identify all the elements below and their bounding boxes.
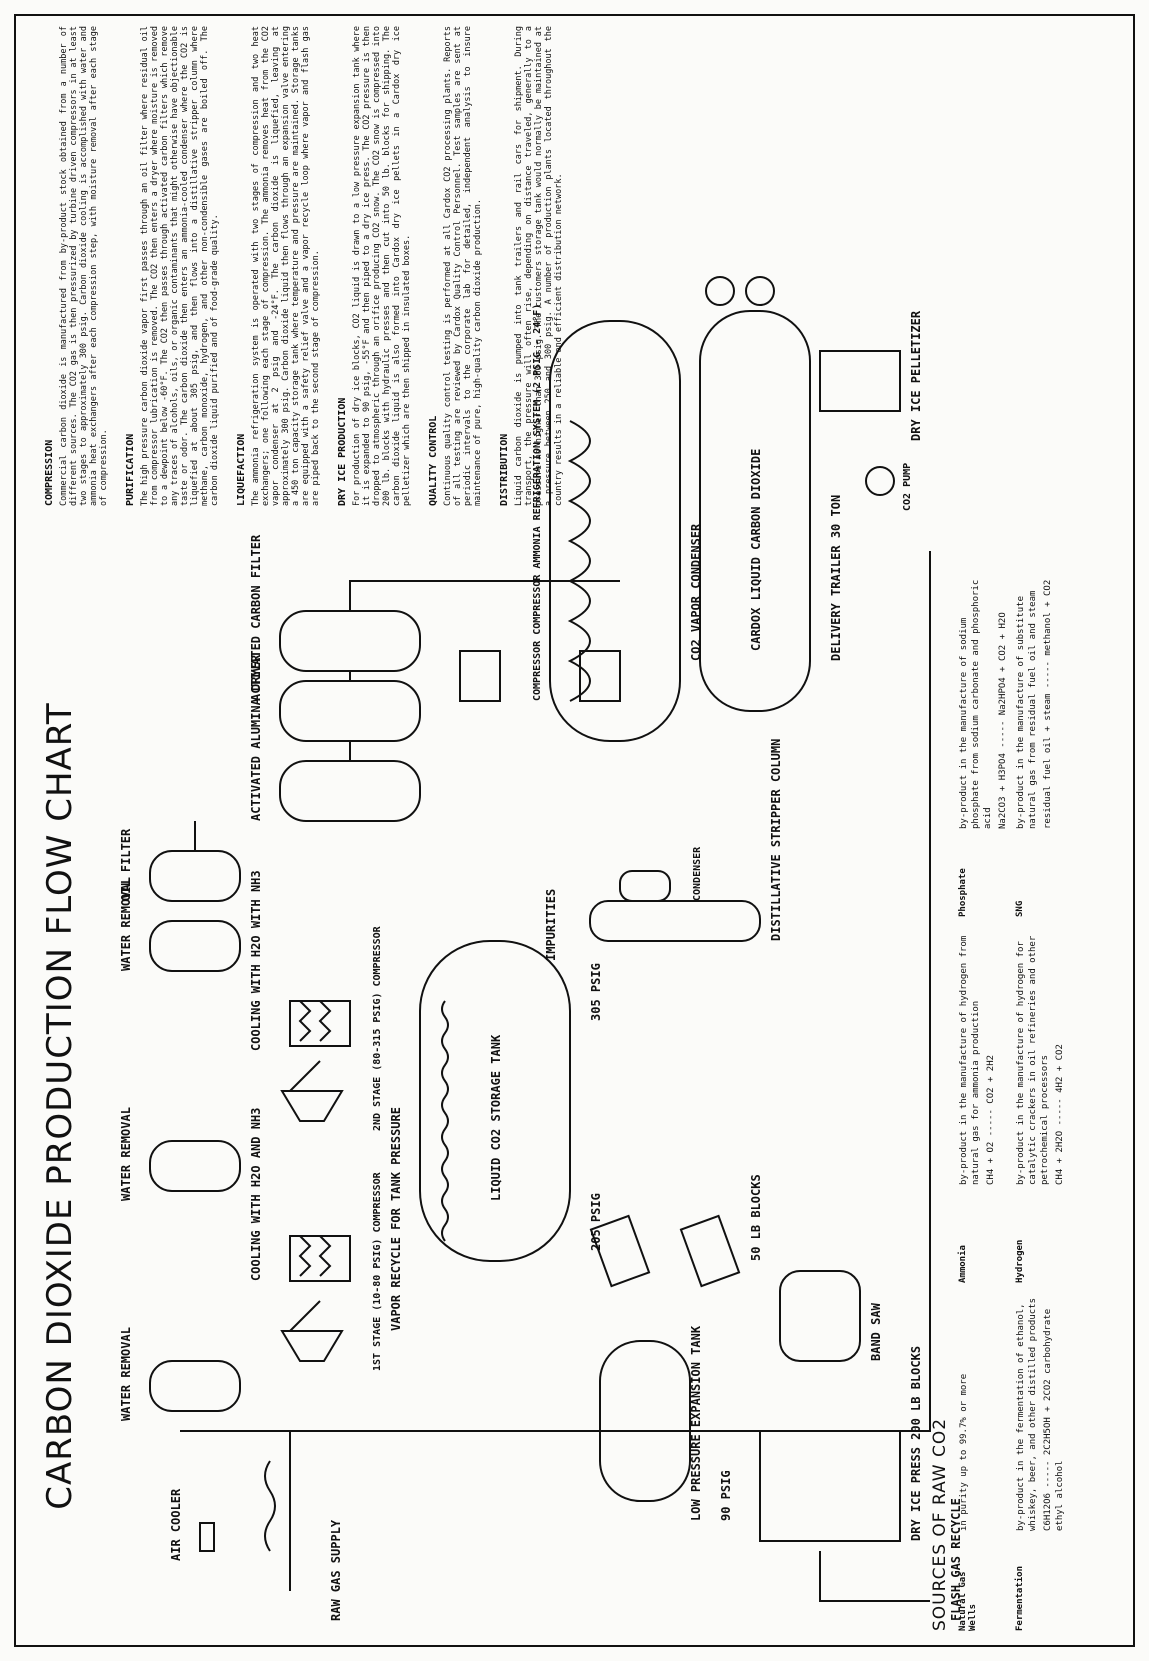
label-cardox: CARDOX LIQUID CARBON DIOXIDE [749,449,763,651]
distillative-stripper-column [590,901,760,941]
label-pelletizer: DRY ICE PELLETIZER [909,310,923,441]
dry-ice-pelletizer [820,351,900,411]
label-expansion-tank: LOW PRESSURE EXPANSION TANK [689,1325,703,1521]
label-delivery-trailer: DELIVERY TRAILER 30 TON [829,495,843,661]
label-water-removal-1: WATER REMOVAL [119,1327,133,1421]
liquefaction-heading: LIQUEFACTION [236,26,247,506]
label-water-removal-2: WATER REMOVAL [119,1107,133,1201]
compression-heading: COMPRESSION [44,26,55,506]
band-saw [780,1271,860,1361]
ammonia-compressor-1 [460,651,500,701]
source-name: Fermentation [1015,1539,1066,1631]
cooling-1-exchanger [290,1236,350,1281]
dry-ice-press [760,1431,900,1541]
source-desc: by-product in the manufacture of hydroge… [958,925,982,1185]
source-desc: by-product in the manufacture of sodium … [958,569,994,829]
source-name: Hydrogen [1015,1193,1066,1283]
source-name: Natural Gas Wells [958,1539,1009,1631]
water-removal-1-vessel [150,1361,240,1411]
source-desc: in purity up to 99.7% or more [958,1291,1009,1531]
label-cooling-2: COOLING WITH H2O WITH NH3 [249,870,263,1051]
label-condenser: CONDENSER [692,846,703,901]
label-air-cooler: AIR COOLER [169,1488,183,1561]
sources-title: SOURCES OF RAW CO2 [930,551,950,1631]
source-name: SNG [1015,837,1066,917]
cooling-2-exchanger [290,1001,350,1046]
source-name: Phosphate [958,837,1009,917]
source-name: Ammonia [958,1193,1009,1283]
label-oil-filter: OIL FILTER [119,828,133,901]
label-vapor-recycle: VAPOR RECYCLE FOR TANK PRESSURE [389,1107,403,1331]
sources-of-raw-co2: SOURCES OF RAW CO2 Natural Gas Wells in … [930,551,1066,1631]
source-equation: CH4 + 2H2O ----- 4H2 + CO2 [1054,925,1066,1185]
label-storage-tank: LIQUID CO2 STORAGE TANK [489,1034,503,1201]
label-vapor-condenser: CO2 VAPOR CONDENSER [689,523,703,661]
flash-gas-recycle-line [620,1431,930,1601]
label-305-psig: 305 PSIG [589,963,603,1021]
co2-vapor-condenser [550,321,680,741]
source-equation: CH4 + O2 ----- CO2 + 2H2 [985,925,997,1185]
stage1-compressor [282,1301,342,1361]
ammonia-compressor-2 [580,651,620,701]
label-50lb-blocks: 50 LB BLOCKS [749,1174,763,1261]
co2-pump [866,467,894,495]
compression-body: Commercial carbon dioxide is manufacture… [59,26,109,506]
sources-grid: Natural Gas Wells in purity up to 99.7% … [958,551,1066,1631]
label-raw-gas-supply: RAW GAS SUPPLY [329,1519,343,1621]
label-impurities: IMPURITIES [544,889,558,961]
quality-control-body: Continuous quality control testing is pe… [443,26,483,506]
label-band-saw: BAND SAW [869,1302,883,1361]
source-desc: by-product in the manufacture of substit… [1015,569,1039,829]
source-desc: by-product in the manufacture of hydroge… [1015,925,1051,1185]
source-equation: C6H12O6 ----- 2C2H5OH + 2CO2 carbohydrat… [1042,1291,1066,1531]
stage2-compressor [282,1061,342,1121]
label-90-psig: 90 PSIG [719,1470,733,1521]
label-205-psig: 205 PSIG [589,1193,603,1251]
label-carbon-filter: ACTIVATED CARBON FILTER [249,534,263,701]
source-equation: residual fuel oil + steam ----- methanol… [1042,569,1054,829]
source-desc: by-product in the fermentation of ethano… [1015,1291,1039,1531]
alumina-dryer-vessel [280,761,420,821]
process-description-column: COMPRESSION Commercial carbon dioxide is… [28,26,564,506]
label-stripper-column: DISTILLATIVE STRIPPER COLUMN [769,739,783,941]
distribution-body: Liquid carbon dioxide is pumped into tan… [514,26,564,506]
trailer-wheel-1 [706,277,734,305]
carbon-filter-vessel-1 [280,681,420,741]
oil-filter-vessel [150,851,240,901]
condenser-vessel [620,871,670,901]
low-pressure-expansion-tank [600,1341,690,1501]
label-dry-ice-press: DRY ICE PRESS 200 LB BLOCKS [909,1346,923,1541]
label-cooling-1: COOLING WITH H2O AND NH3 [249,1108,263,1281]
distribution-heading: DISTRIBUTION [499,26,510,506]
carbon-filter-vessel-2 [280,611,420,671]
purification-body: The high pressure carbon dioxide vapor f… [140,26,220,506]
label-stage2-compressor: 2ND STAGE (80-315 PSIG) COMPRESSOR [372,925,383,1131]
source-equation: Na2CO3 + H3PO4 ----- Na2HPO4 + CO2 + H2O [997,569,1009,829]
quality-control-heading: QUALITY CONTROL [428,26,439,506]
air-cooler-fan-box [200,1523,214,1551]
label-co2-pump: CO2 PUMP [902,463,913,511]
air-cooler-coil [265,1461,275,1551]
block-50lb-1 [681,1216,739,1286]
label-stage1-compressor: 1ST STAGE (10-80 PSIG) COMPRESSOR [372,1171,383,1371]
dry-ice-body: For production of dry ice blocks, CO2 li… [352,26,412,506]
dry-ice-heading: DRY ICE PRODUCTION [337,26,348,506]
water-removal-2-vessel [150,1141,240,1191]
liquefaction-body: The ammonia refrigeration system is oper… [251,26,321,506]
trailer-wheel-2 [746,277,774,305]
water-removal-3-vessel [150,921,240,971]
purification-heading: PURIFICATION [125,26,136,506]
